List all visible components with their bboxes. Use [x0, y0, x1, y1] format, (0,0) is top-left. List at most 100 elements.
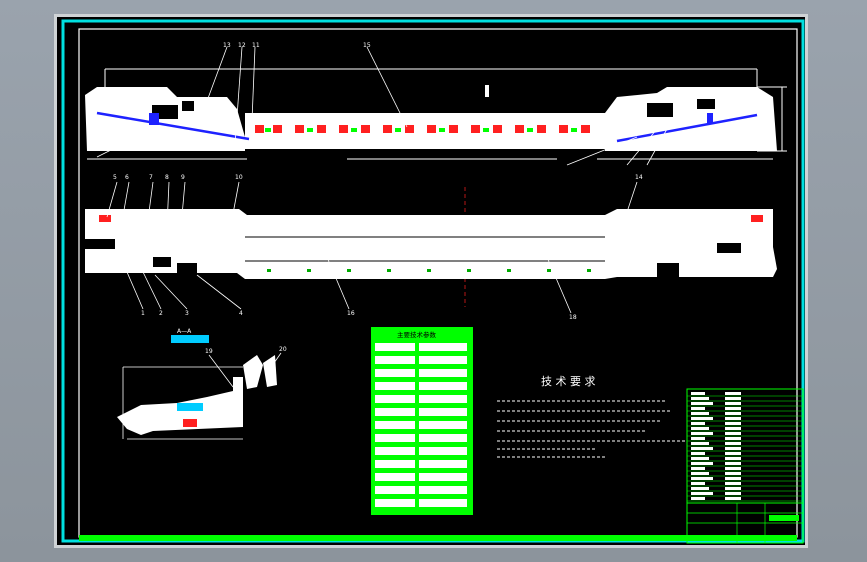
param-value-cell — [419, 434, 467, 442]
param-value-cell — [419, 486, 467, 494]
bom-row-text — [691, 442, 709, 445]
callout-8: 8 — [165, 174, 169, 181]
param-label-cell — [375, 408, 415, 416]
param-value-cell — [419, 356, 467, 364]
bom-row-text — [691, 422, 705, 425]
callout-3: 3 — [185, 310, 189, 317]
bom-row-text — [725, 482, 741, 485]
param-value-cell — [419, 369, 467, 377]
bom-row-text — [725, 422, 741, 425]
callout-16: 16 — [347, 310, 355, 317]
param-label-cell — [375, 343, 415, 351]
param-value-cell — [419, 473, 467, 481]
bom-row-text — [691, 447, 713, 450]
bom-row-text — [725, 392, 741, 395]
bom-row-text — [725, 407, 741, 410]
drawing-canvas: 13 12 11 15 5 6 — [54, 14, 808, 548]
bom-row-text — [691, 482, 705, 485]
callout-5: 5 — [113, 174, 117, 181]
param-label-cell — [375, 473, 415, 481]
detail-label-box — [171, 335, 209, 343]
callout-19: 19 — [205, 348, 213, 355]
callout-1: 1 — [141, 310, 145, 317]
cad-drawing: 13 12 11 15 5 6 — [61, 19, 805, 544]
callout-6: 6 — [125, 174, 129, 181]
param-label-cell — [375, 447, 415, 455]
param-label-cell — [375, 382, 415, 390]
bom-row-text — [725, 462, 741, 465]
bom-row-text — [691, 407, 705, 410]
param-value-cell — [419, 395, 467, 403]
bom-row-text — [691, 452, 705, 455]
bom-row-text — [725, 437, 741, 440]
param-label-cell — [375, 395, 415, 403]
callout-15: 15 — [363, 42, 371, 49]
param-label-cell — [375, 486, 415, 494]
param-value-cell — [419, 421, 467, 429]
callout-20: 20 — [279, 346, 287, 353]
bom-row-text — [691, 497, 705, 500]
callout-9: 9 — [181, 174, 185, 181]
callout-4: 4 — [239, 310, 243, 317]
bom-row-text — [725, 492, 741, 495]
bom-row-text — [691, 392, 705, 395]
bom-row-text — [725, 442, 741, 445]
param-label-cell — [375, 421, 415, 429]
param-label-cell — [375, 369, 415, 377]
parameter-table: 主要技术参数 — [371, 327, 473, 515]
callout-10: 10 — [235, 174, 243, 181]
bom-row-text — [691, 402, 713, 405]
param-label-cell — [375, 434, 415, 442]
param-value-cell — [419, 499, 467, 507]
param-value-cell — [419, 382, 467, 390]
tech-requirements: 技 术 要 求 — [497, 375, 685, 458]
elevation-view: 13 12 11 15 — [85, 42, 787, 166]
bom-row-text — [725, 452, 741, 455]
bom-row-text — [725, 487, 741, 490]
callout-18: 18 — [569, 314, 577, 321]
callout-13: 13 — [223, 42, 231, 49]
bom-row-text — [725, 477, 741, 480]
bom-row-text — [725, 397, 741, 400]
bom-row-text — [725, 402, 741, 405]
bom-row-text — [691, 487, 709, 490]
bottom-band — [79, 535, 797, 541]
param-value-cell — [419, 460, 467, 468]
callout-11: 11 — [252, 42, 260, 49]
callout-7: 7 — [149, 174, 153, 181]
bom-row-text — [691, 397, 709, 400]
bom-row-text — [725, 447, 741, 450]
param-label-cell — [375, 460, 415, 468]
bom-row-text — [691, 477, 713, 480]
plan-view: 5 6 7 8 9 10 14 1 2 3 4 16 18 — [85, 174, 777, 321]
param-value-cell — [419, 447, 467, 455]
tech-title: 技 术 要 求 — [541, 375, 596, 388]
bom-row-text — [725, 467, 741, 470]
bom-row-text — [725, 472, 741, 475]
bom-row-text — [725, 417, 741, 420]
param-label-cell — [375, 499, 415, 507]
bom-row-text — [691, 467, 705, 470]
param-table-title: 主要技术参数 — [397, 330, 437, 339]
bom-row-text — [691, 432, 713, 435]
bom-row-text — [691, 417, 713, 420]
bom-row-text — [725, 457, 741, 460]
param-label-cell — [375, 356, 415, 364]
bom-row-text — [691, 412, 709, 415]
bom-row-text — [725, 432, 741, 435]
callout-12: 12 — [238, 42, 246, 49]
bom-row-text — [691, 462, 713, 465]
param-value-cell — [419, 343, 467, 351]
bom-row-text — [691, 427, 709, 430]
callout-2: 2 — [159, 310, 163, 317]
bom-row-text — [725, 497, 741, 500]
bom-row-text — [691, 472, 709, 475]
bom-table — [686, 388, 804, 544]
callout-14: 14 — [635, 174, 643, 181]
param-value-cell — [419, 408, 467, 416]
detail-view: A—A 19 20 — [117, 328, 287, 440]
bom-row-text — [691, 457, 709, 460]
detail-label: A—A — [177, 328, 192, 335]
bom-row-text — [725, 412, 741, 415]
bom-row-text — [691, 492, 713, 495]
